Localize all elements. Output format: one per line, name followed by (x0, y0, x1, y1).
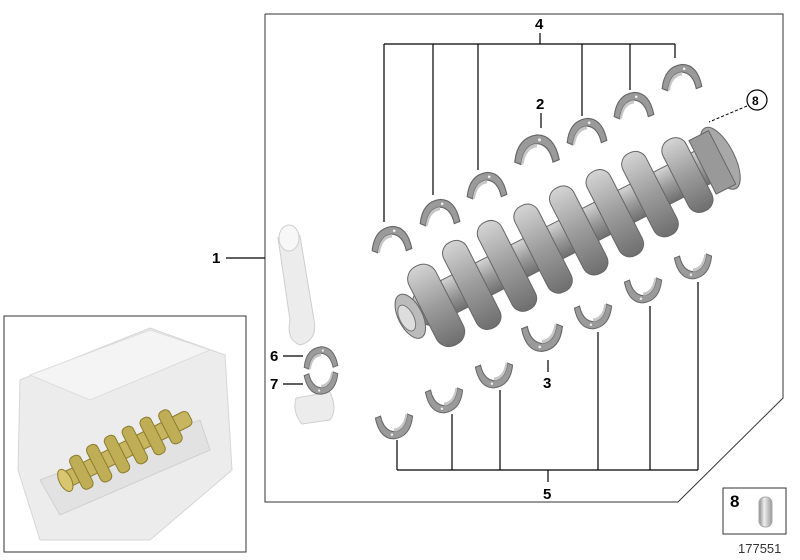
callout-4[interactable]: 4 (383, 16, 676, 222)
callout-6[interactable]: 6 (270, 348, 303, 365)
svg-text:8: 8 (752, 94, 759, 108)
assembly-frame (264, 13, 784, 503)
svg-text:1: 1 (212, 250, 220, 267)
dowel-pin-icon (758, 496, 773, 528)
callout-8[interactable]: 8 (708, 89, 768, 123)
bearing-shell (573, 303, 613, 330)
thrust-bearing-shell (521, 323, 563, 353)
callout-2[interactable]: 2 (536, 96, 544, 128)
bearing-shell (466, 171, 508, 200)
bearing-shell (371, 225, 413, 254)
bearing-shell (673, 253, 713, 280)
engine-overview-inset (3, 315, 247, 553)
bearing-shell (613, 91, 655, 120)
callout-3[interactable]: 3 (543, 360, 551, 392)
svg-text:7: 7 (270, 376, 278, 393)
svg-text:5: 5 (543, 486, 551, 503)
bearing-shell (566, 117, 608, 146)
bearing-shell (374, 413, 414, 440)
bearing-shell (424, 387, 464, 414)
diagram-number: 177551 (738, 541, 781, 556)
callout-1[interactable]: 1 (212, 250, 265, 267)
svg-text:4: 4 (535, 16, 544, 33)
highlighted-crankshaft (57, 409, 193, 492)
svg-text:8: 8 (730, 492, 739, 511)
svg-text:3: 3 (543, 375, 551, 392)
bearing-shell (661, 63, 703, 92)
conrod-bearing-shell-lower (303, 371, 339, 395)
crankshaft (394, 126, 741, 348)
thrust-bearing-shell (514, 134, 560, 166)
bearing-shell (419, 198, 461, 227)
part-8-legend-box: 8 (722, 487, 787, 535)
bearing-shell (474, 362, 514, 389)
connecting-rod (277, 224, 335, 425)
svg-text:6: 6 (270, 348, 278, 365)
callout-5[interactable]: 5 (396, 282, 699, 503)
bearing-shell (623, 277, 663, 304)
callout-7[interactable]: 7 (270, 376, 303, 393)
conrod-bearing-shell-upper (303, 346, 339, 370)
svg-text:2: 2 (536, 96, 544, 113)
